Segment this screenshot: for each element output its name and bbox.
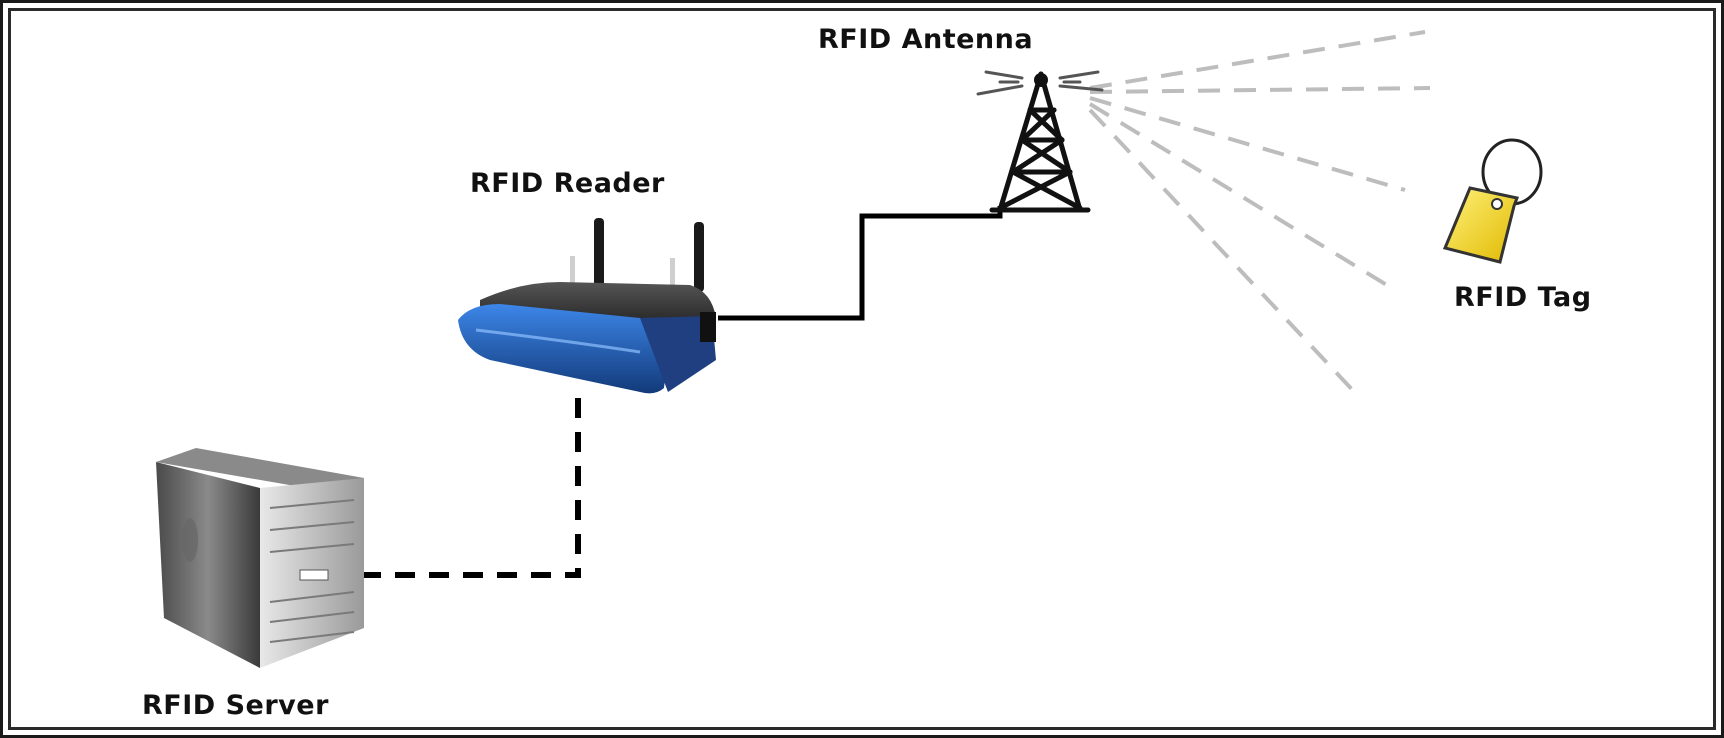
reader-antenna-cable <box>718 206 1003 321</box>
antenna-label: RFID Antenna <box>818 24 1034 55</box>
server-label: RFID Server <box>142 690 329 721</box>
rfid-server-tower-icon <box>156 448 364 668</box>
reader-server-cable <box>362 398 581 578</box>
rfid-tag-icon <box>1442 138 1543 264</box>
rfid-reader-router-icon <box>458 218 716 394</box>
tag-label: RFID Tag <box>1454 282 1592 313</box>
rfid-antenna-tower-icon <box>976 70 1104 213</box>
reader-label: RFID Reader <box>470 168 665 199</box>
signal-lines <box>1088 30 1431 400</box>
inner-frame <box>8 8 1716 730</box>
